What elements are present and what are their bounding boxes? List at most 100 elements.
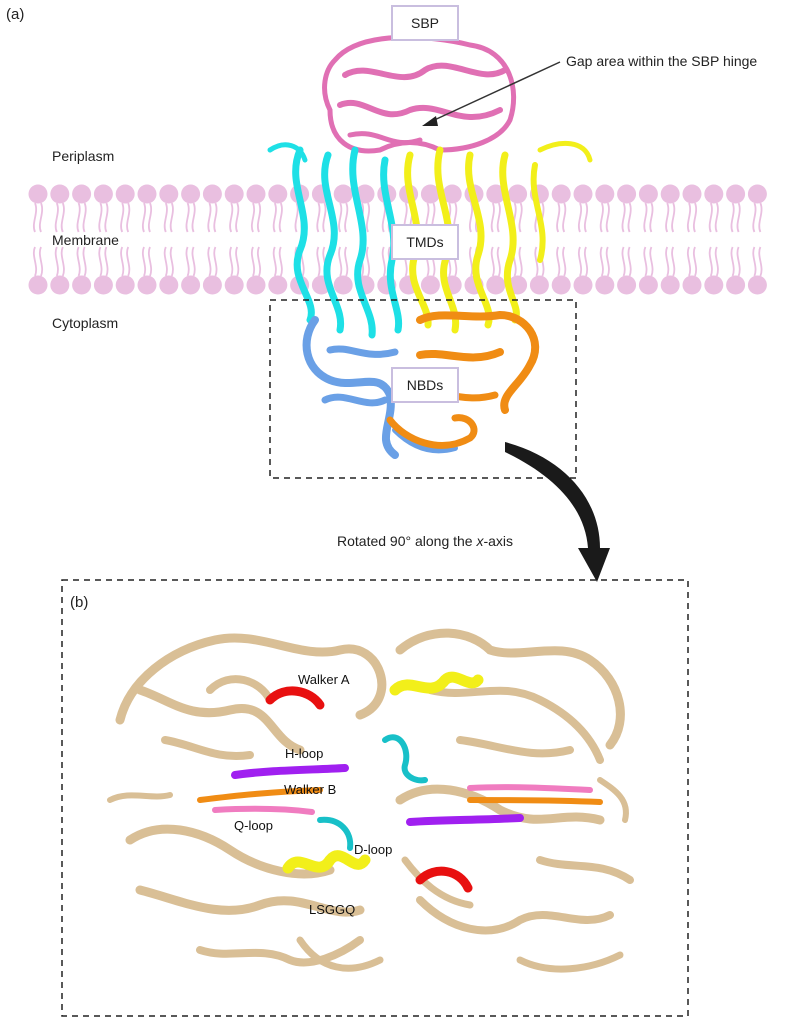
walker-a-label: Walker A [298, 672, 350, 687]
q-loop-motif-upper [212, 805, 315, 815]
lipid-head [159, 275, 179, 295]
lipid-head [573, 184, 593, 204]
lipid-tail [583, 202, 589, 233]
walker-b-label: Walker B [284, 782, 337, 797]
lipid-tail [627, 202, 632, 233]
lipid-tail [316, 246, 321, 277]
lipid-tail [256, 246, 262, 277]
lipid-head [529, 275, 549, 295]
lipid-tail [534, 246, 539, 277]
lipid-tail [605, 246, 610, 277]
lipid-tail [104, 202, 109, 233]
lipid-head [551, 184, 571, 204]
lipid-tail [692, 202, 698, 233]
lipid-head [638, 275, 658, 295]
lipid-tail [278, 246, 283, 277]
lipid-tail [730, 246, 735, 277]
lipid-tail [365, 202, 371, 233]
lipid-tail [758, 202, 763, 233]
lipid-tail [191, 202, 196, 233]
lipid-head [93, 184, 113, 204]
lipid-tail [213, 202, 218, 233]
lipid-tail [627, 246, 632, 277]
lipid-tail [490, 202, 495, 233]
lsggq-label: LSGGQ [309, 902, 356, 917]
lipid-tail [76, 246, 81, 277]
lipid-head [224, 275, 244, 295]
lipid-head [181, 184, 201, 204]
lipid-tail [758, 246, 763, 277]
lipid-tail [60, 202, 65, 233]
lipid-tail [185, 246, 190, 277]
sbp-label: SBP [391, 5, 459, 41]
lipid-tail [207, 246, 212, 277]
gap-annotation: Gap area within the SBP hinge [566, 53, 758, 69]
lipid-tail [126, 246, 131, 277]
lipid-head [50, 184, 70, 204]
periplasm-label: Periplasm [52, 148, 115, 164]
lipid-tail [272, 202, 277, 233]
walker-b-motif-upper [197, 787, 323, 803]
lipid-head [638, 184, 658, 204]
lipid-head [660, 184, 680, 204]
lipid-tail [605, 202, 610, 233]
lipid-tail [278, 202, 283, 233]
lipid-head [355, 184, 375, 204]
lipid-head [704, 184, 724, 204]
lipid-head [181, 275, 201, 295]
d-loop-label: D-loop [354, 842, 393, 857]
lipid-tail [163, 202, 168, 233]
h-loop-label: H-loop [285, 746, 324, 761]
lipid-tail [38, 246, 44, 277]
lipid-tail [256, 202, 262, 233]
rotation-caption: Rotated 90° along the x-axis [337, 533, 513, 549]
lipid-tail [599, 202, 604, 233]
lipid-tail [147, 202, 153, 233]
lipid-head [420, 275, 440, 295]
lipid-tail [518, 246, 523, 277]
lipid-head [551, 275, 571, 295]
h-loop-motif-lower [406, 814, 524, 826]
q-loop-motif-lower [467, 784, 593, 793]
lipid-head [486, 184, 506, 204]
lipid-head [682, 275, 702, 295]
lipid-head [202, 275, 222, 295]
lipid-tail [621, 202, 626, 233]
lipid-tail [381, 246, 386, 277]
lipid-head [72, 184, 92, 204]
lipid-tail [708, 202, 713, 233]
lipid-head [28, 184, 48, 204]
lipid-head [137, 184, 157, 204]
q-loop-label: Q-loop [234, 818, 274, 833]
lipid-tail [692, 246, 698, 277]
lipid-tail [98, 246, 103, 277]
lipid-tail [490, 246, 495, 277]
lipid-tail [141, 246, 147, 277]
lipid-tail [185, 202, 190, 233]
lipid-tail [752, 246, 757, 277]
lipid-tail [736, 202, 741, 233]
lipid-tail [54, 246, 59, 277]
lipid-head [726, 184, 746, 204]
lipid-head [268, 275, 288, 295]
lipid-tail [126, 202, 131, 233]
lipid-tail [752, 202, 757, 233]
lipid-tail [649, 202, 654, 233]
lipid-tail [169, 202, 174, 233]
lipid-tail [338, 246, 343, 277]
panel-b-tag: (b) [70, 594, 89, 611]
lipid-head [747, 275, 767, 295]
lipid-head [333, 184, 353, 204]
lipid-head [137, 275, 157, 295]
rotation-arrow [505, 442, 610, 582]
membrane-bilayer [28, 184, 767, 295]
lipid-tail [714, 246, 719, 277]
lipid-head [159, 184, 179, 204]
rotation-caption-suffix: -axis [483, 533, 514, 549]
h-loop-motif-upper [231, 764, 349, 779]
rotation-caption-axis: x [476, 533, 484, 549]
lipid-tail [213, 246, 218, 277]
lipid-head [595, 184, 615, 204]
nbd-left-structure [302, 316, 458, 459]
